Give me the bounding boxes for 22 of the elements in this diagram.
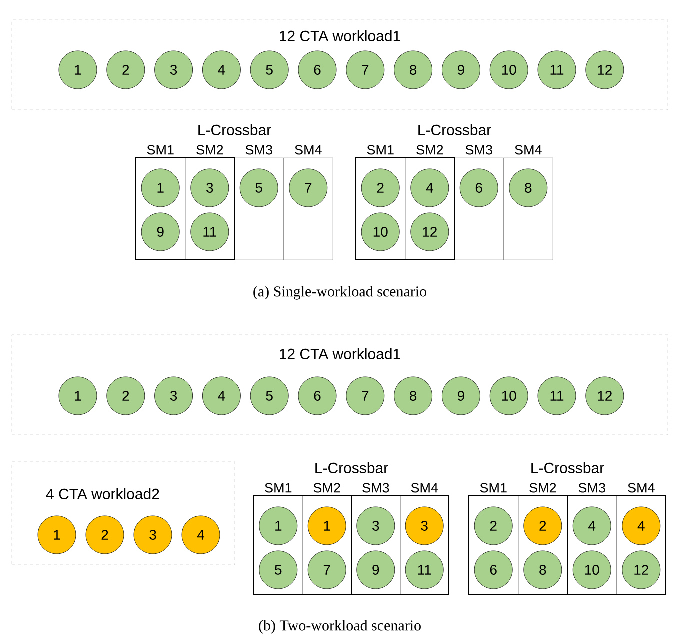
node-label: L-Crossbar	[418, 124, 492, 136]
node-label: SM4	[628, 483, 655, 493]
node-label: SM4	[515, 145, 542, 155]
node-label: SM4	[295, 145, 322, 155]
node-label: SM1	[480, 483, 507, 493]
node-label: SM1	[367, 145, 394, 155]
node-label: L-Crossbar	[198, 124, 272, 136]
node-label: SM3	[246, 145, 272, 155]
node-label: SM2	[416, 145, 444, 155]
node-label: SM2	[196, 145, 224, 155]
node-label: SM3	[578, 483, 606, 493]
caption: (b) Two-workload scenario	[259, 620, 421, 634]
node-label: SM3	[466, 145, 492, 155]
node-label: SM1	[147, 145, 174, 155]
caption: (a) Single-workload scenario	[254, 286, 426, 300]
node-label: L-Crossbar	[316, 462, 388, 474]
node-label: SM1	[265, 483, 292, 493]
node-label: SM3	[362, 483, 390, 493]
node-label: SM2	[314, 483, 340, 493]
node-label: L-Crossbar	[532, 462, 604, 474]
node-label: SM2	[530, 483, 556, 493]
node-label: SM4	[411, 483, 438, 493]
